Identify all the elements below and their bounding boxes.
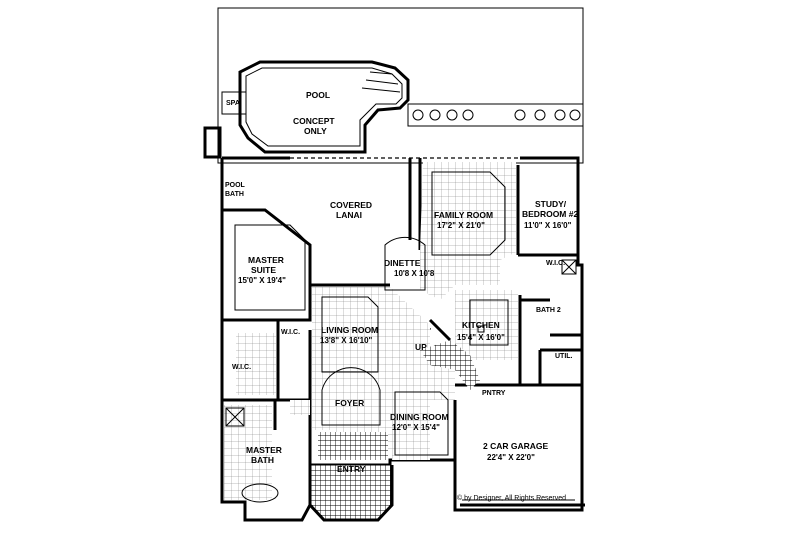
master-dim: 15'0" X 19'4" [238, 276, 286, 285]
living-room-label: LIVING ROOM [321, 325, 378, 335]
pool-bath-label-2: BATH [225, 191, 244, 198]
garage-dim: 22'4" X 22'0" [487, 453, 535, 462]
bath2-label: BATH 2 [536, 307, 561, 314]
kitchen-dim: 15'4" X 16'0" [457, 333, 505, 342]
wic-master-small-label: W.I.C. [281, 329, 300, 336]
study-label: STUDY/ [535, 199, 567, 209]
master-bath-label-2: BATH [251, 455, 274, 465]
pool-label: POOL [306, 90, 330, 100]
foyer-label: FOYER [335, 398, 364, 408]
spa-label: SPA [226, 100, 240, 107]
dining-room-ceiling [394, 391, 449, 456]
family-room-label: FAMILY ROOM [434, 210, 493, 220]
kitchen-label: KITCHEN [462, 320, 500, 330]
living-room-ceiling [321, 296, 379, 373]
kitchen-island [469, 299, 509, 346]
study-dim: 11'0" X 16'0" [524, 221, 572, 230]
master-bath-label-1: MASTER [246, 445, 282, 455]
stairs [420, 318, 480, 390]
up-label: UP [415, 342, 427, 352]
concept-label: CONCEPT [293, 116, 335, 126]
family-room-ceiling [431, 171, 506, 256]
foyer-ceiling [321, 367, 381, 426]
entry-area [308, 432, 394, 522]
planter-strip [407, 103, 584, 127]
bedroom-label: BEDROOM #2 [522, 209, 578, 219]
pool-area [221, 60, 410, 154]
copyright-text: © by Designer, All Rights Reserved [457, 494, 566, 502]
dining-room-label: DINING ROOM [390, 412, 449, 422]
master-label: MASTER [248, 255, 284, 265]
lot-boundary [217, 7, 584, 164]
garage-label: 2 CAR GARAGE [483, 441, 549, 451]
family-room-dim: 17'2" X 21'0" [437, 221, 485, 230]
living-room-dim: 13'8" X 16'10" [320, 336, 373, 345]
pool-bath-label-1: POOL [225, 182, 246, 189]
master-suite-ceiling [234, 224, 306, 311]
tiled-floors [224, 162, 518, 500]
dinette-bay [384, 236, 426, 291]
covered-label: COVERED [330, 200, 372, 210]
dinette-dim: 10'8 X 10'8 [394, 269, 435, 278]
wic-study-label: W.I.C. [546, 260, 565, 267]
suite-label: SUITE [251, 265, 276, 275]
dining-room-dim: 12'0" X 15'4" [392, 423, 440, 432]
wic-master-label: W.I.C. [232, 364, 251, 371]
dinette-label: DINETTE [384, 258, 421, 268]
lanai-label: LANAI [336, 210, 362, 220]
only-label: ONLY [304, 126, 327, 136]
util-label: UTIL. [555, 353, 573, 360]
entry-label: ENTRY [337, 464, 366, 474]
pntry-label: PNTRY [482, 390, 506, 397]
